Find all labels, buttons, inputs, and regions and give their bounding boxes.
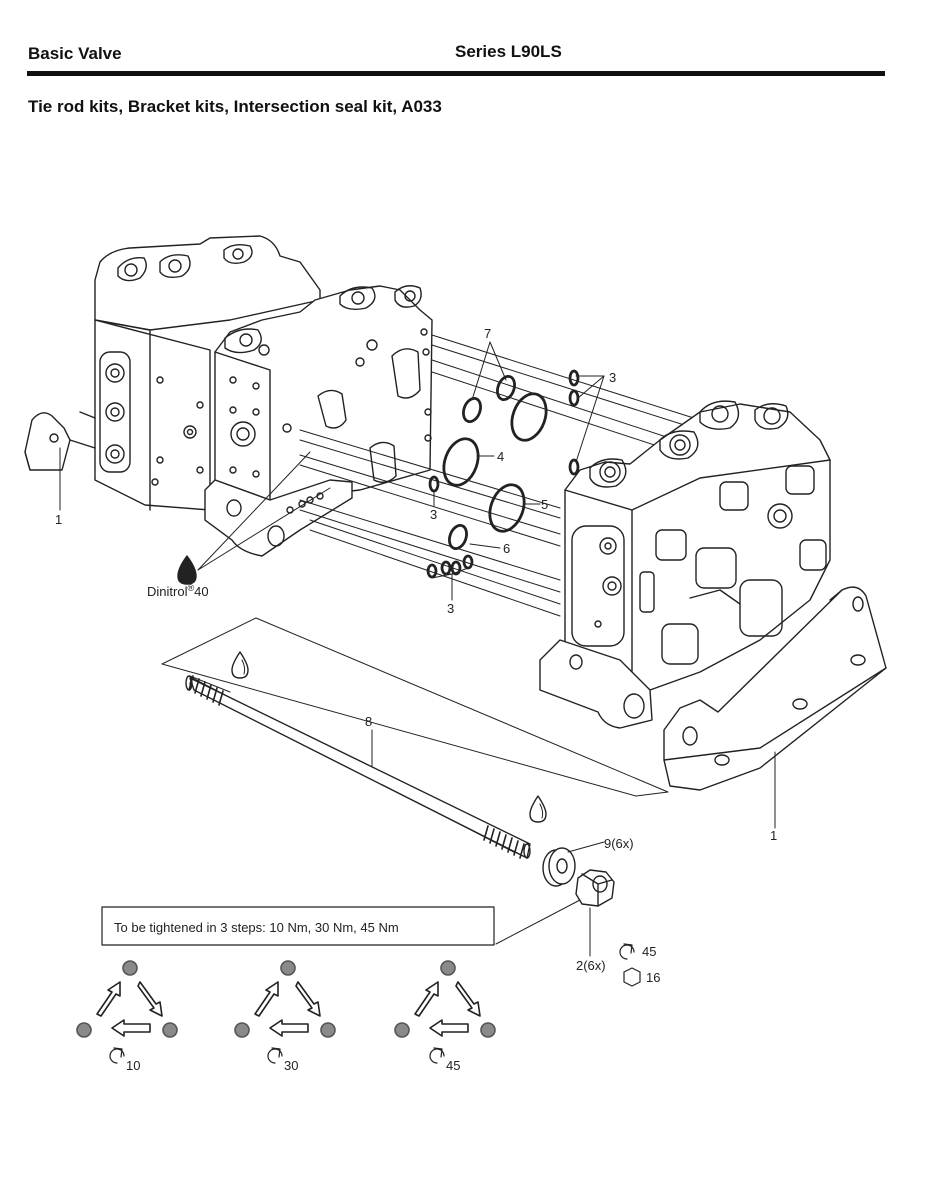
assembly-guide-lines	[299, 334, 701, 617]
inlet-section	[69, 235, 321, 511]
step-3-torque: 45	[446, 1058, 460, 1073]
callout-seal-6: 6	[503, 541, 510, 556]
lubricant-label: Dinitrol®40	[147, 583, 209, 599]
rotate-torque-icon	[619, 943, 635, 960]
tightening-sequence-diagram	[76, 960, 496, 1064]
seal-rings	[426, 369, 580, 579]
lubricant-name: Dinitrol	[147, 584, 188, 599]
end-sections	[539, 400, 831, 729]
callout-seal-3c: 3	[447, 601, 454, 616]
rotate-icon	[109, 1048, 125, 1064]
callout-seal-3b: 3	[430, 507, 437, 522]
rotate-icon	[267, 1048, 283, 1064]
torque-note-box	[101, 906, 495, 946]
mid-section	[204, 285, 433, 557]
nut-hex-size-label: 16	[646, 970, 660, 985]
rotate-icon	[429, 1048, 445, 1064]
callout-bracket-right: 1	[770, 828, 777, 843]
lubricant-mark: ®	[187, 583, 194, 593]
step-2-torque: 30	[284, 1058, 298, 1073]
lubricant-drop-icon	[177, 555, 547, 823]
sequence-step-1	[76, 960, 178, 1038]
hex-nut	[575, 869, 615, 907]
header-series: Series L90LS	[455, 42, 562, 61]
left-bracket	[24, 412, 71, 471]
tie-rod	[161, 617, 669, 859]
step-1-torque: 10	[126, 1058, 140, 1073]
callout-seal-7: 7	[484, 326, 491, 341]
leader-lines	[59, 341, 776, 957]
header-left-title: Basic Valve	[28, 44, 122, 63]
sequence-step-2	[234, 960, 336, 1038]
nut-torque-value: 45	[642, 944, 656, 959]
callout-bracket-left: 1	[55, 512, 62, 527]
callout-seal-5: 5	[541, 497, 548, 512]
lubricant-number: 40	[194, 584, 208, 599]
right-bracket	[663, 586, 887, 791]
callout-tie-rod-8: 8	[365, 714, 372, 729]
page-subtitle: Tie rod kits, Bracket kits, Intersection…	[28, 97, 442, 116]
callout-washer-9: 9(6x)	[604, 836, 634, 851]
hex-wrench-icon	[623, 967, 641, 987]
sequence-step-3	[394, 960, 496, 1038]
callout-seal-4: 4	[497, 449, 504, 464]
torque-note-text: To be tightened in 3 steps: 10 Nm, 30 Nm…	[114, 920, 399, 935]
washer	[542, 847, 576, 887]
callout-nut-2: 2(6x)	[576, 958, 606, 973]
callout-seal-3a: 3	[609, 370, 616, 385]
header-divider	[27, 71, 885, 76]
